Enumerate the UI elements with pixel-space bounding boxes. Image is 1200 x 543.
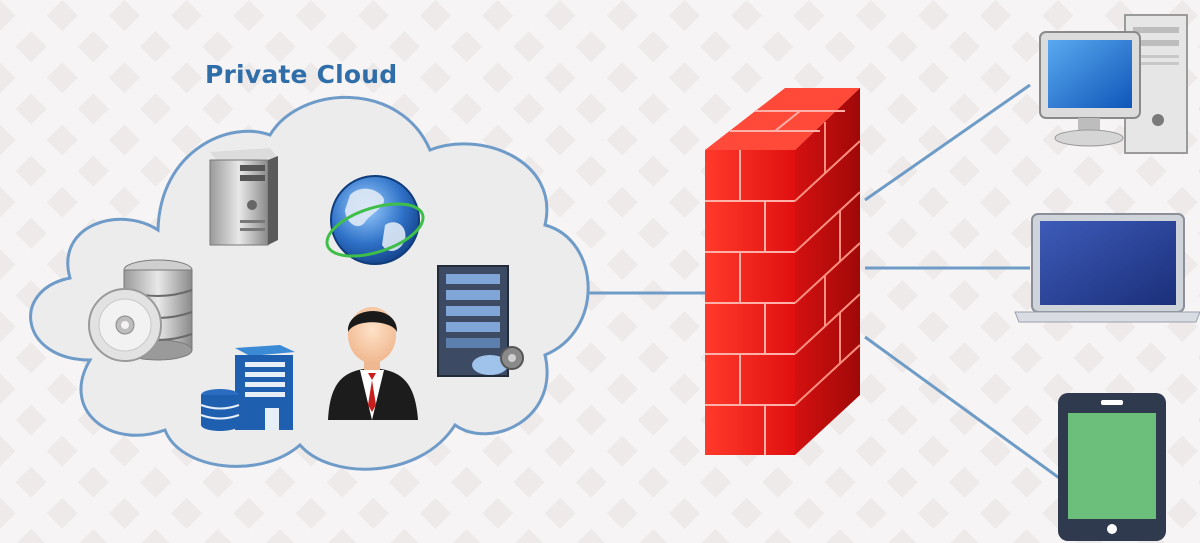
user-icon — [328, 307, 418, 420]
tablet-icon — [1058, 393, 1166, 541]
globe-icon — [325, 175, 425, 265]
desktop-computer-icon — [1039, 14, 1188, 154]
rack-server-icon — [437, 265, 524, 377]
cloud-title: Private Cloud — [205, 60, 398, 89]
firewall-tablet-link — [864, 335, 1063, 482]
laptop-icon — [1014, 213, 1200, 323]
firewall-icon — [705, 88, 861, 455]
server-tower-icon — [209, 148, 278, 246]
database-disc-icon — [88, 259, 193, 362]
connectors — [585, 83, 1063, 482]
data-center-icon — [200, 345, 295, 431]
firewall-desktop-link — [864, 83, 1031, 202]
